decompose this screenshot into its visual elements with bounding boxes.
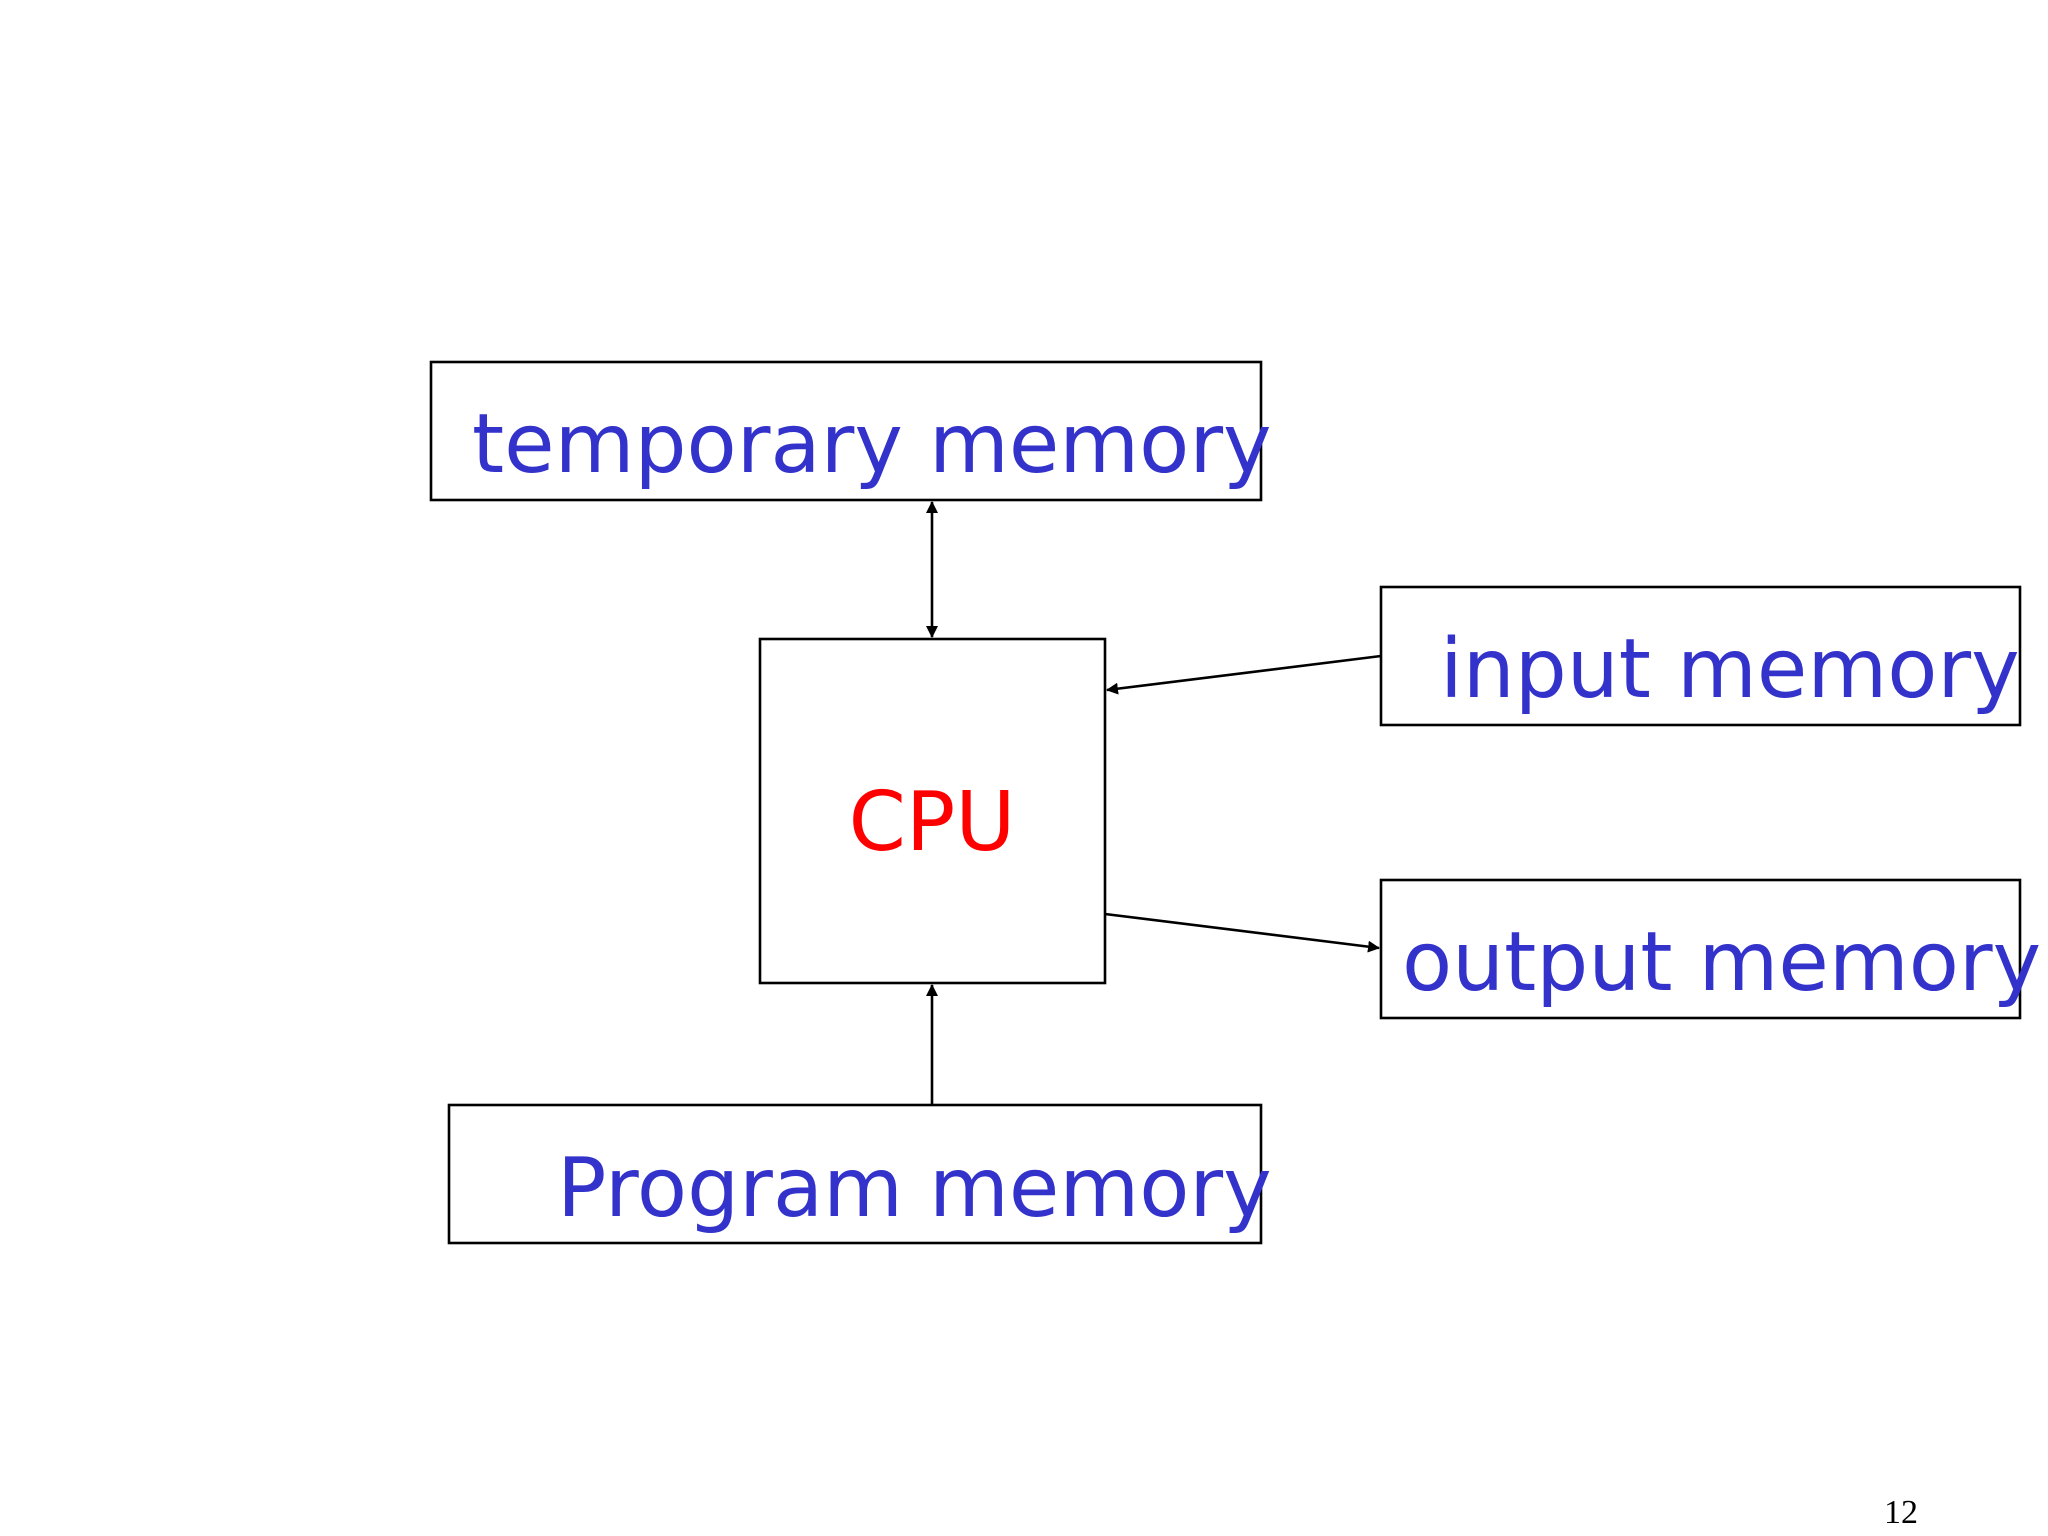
temporary-memory-label: temporary memory (472, 397, 1272, 492)
page-number: 12 (1884, 1494, 1918, 1531)
input-memory-to-cpu-arrow (1106, 654, 1382, 695)
cpu-node: CPU (758, 637, 1107, 985)
input-memory-label: input memory (1440, 622, 2020, 717)
output-memory-node: output memory (1379, 878, 2041, 1020)
cpu-box (758, 637, 1107, 985)
input-memory-node: input memory (1379, 585, 2022, 727)
input-memory-box (1379, 585, 2022, 727)
temporary-memory-box (429, 360, 1263, 502)
temporary-memory-node: temporary memory (429, 360, 1272, 502)
program-memory-node: Program memory (447, 1103, 1272, 1245)
cpu-label: CPU (849, 775, 1016, 870)
output-memory-box (1379, 878, 2022, 1020)
program-memory-box (447, 1103, 1263, 1245)
program-memory-label: Program memory (557, 1141, 1272, 1236)
cpu-to-output-memory-arrow (1104, 912, 1380, 953)
output-memory-label: output memory (1402, 915, 2041, 1010)
